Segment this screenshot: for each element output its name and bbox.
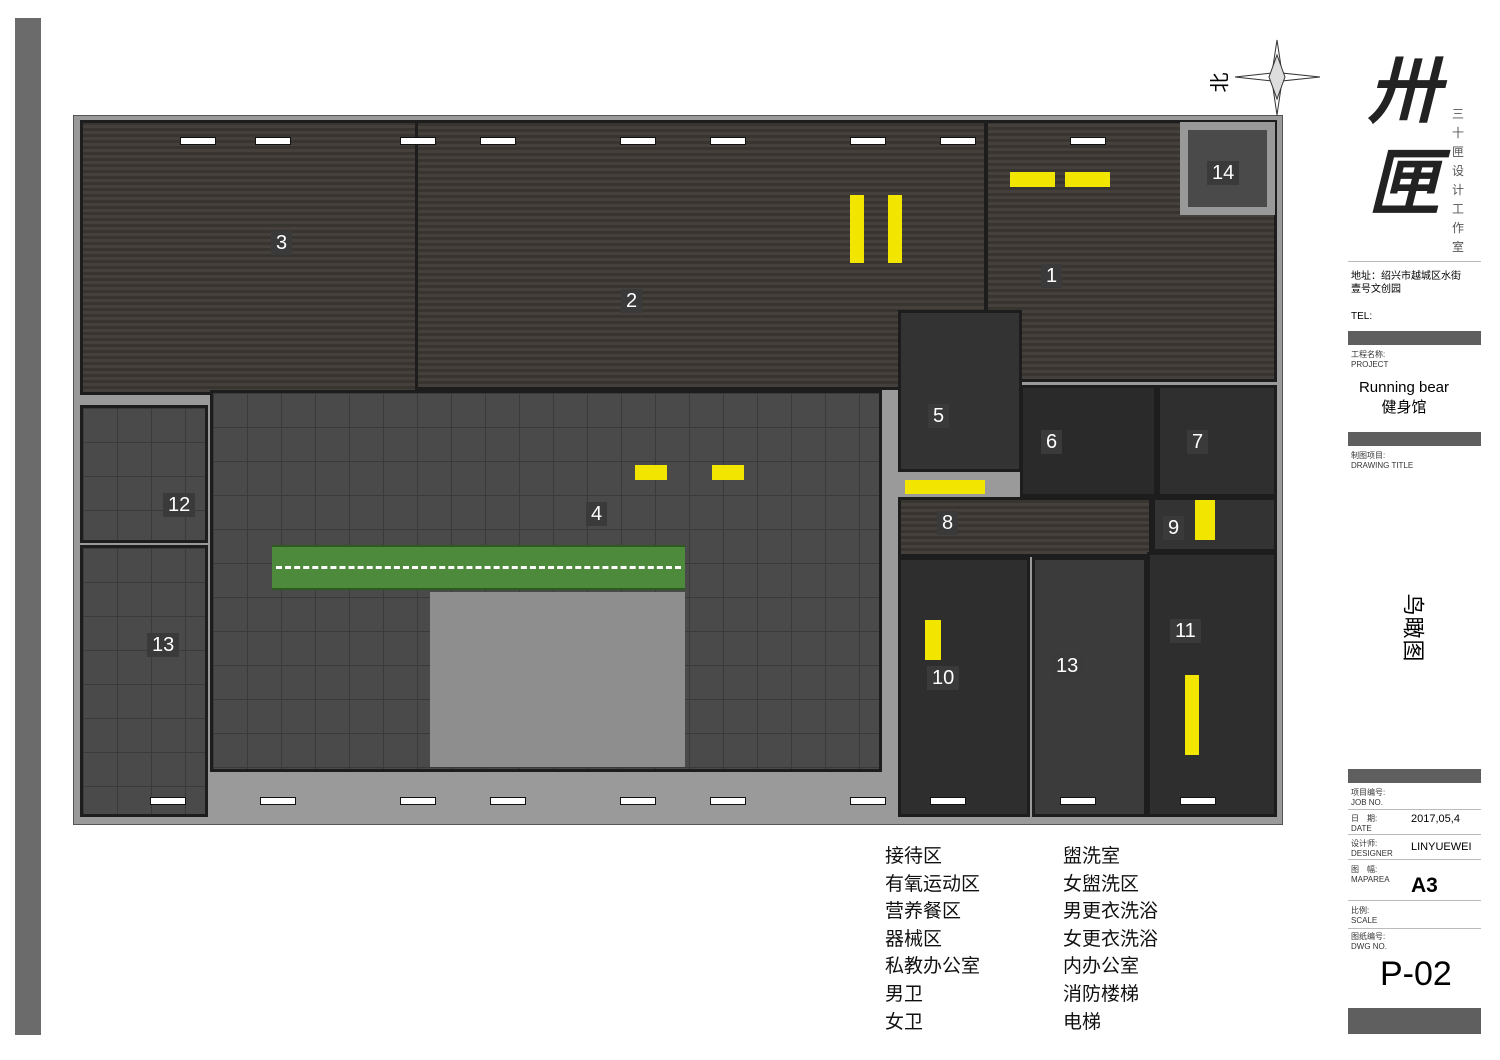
project-name-cn: 健身馆 [1381,399,1427,416]
room-13-left [80,545,208,817]
room-number: 1 [1041,264,1063,288]
project-name-en: Running bear [1358,379,1450,396]
room-number: 4 [586,502,608,526]
drawing-title: 鸟瞰图 [1400,593,1426,663]
room-number: 13 [147,633,180,657]
room-number: 8 [937,511,959,535]
room-number: 6 [1041,430,1063,454]
functional-training-floor [430,592,685,767]
room-number: 2 [621,289,643,313]
address: 地址：绍兴市越城区水街壹号文创园 [1351,271,1461,295]
room-number: 10 [927,666,960,690]
designer-value: LINYUEWEI [1411,841,1472,853]
room-women-toilet [1157,385,1277,497]
legend-item: 女更衣洗浴 [1063,928,1159,950]
room-women-locker [1147,552,1277,817]
legend-item: 男更衣洗浴 [1063,901,1159,923]
legend-col-1: 接待区有氧运动区营养餐区器械区私教办公室男卫女卫 [885,843,980,1036]
sheet-border-bar [15,18,41,1035]
date-value: 2017,05,4 [1411,813,1460,825]
legend-item: 男卫 [885,983,924,1005]
maparea-value: A3 [1411,874,1438,897]
room-trainer-office [898,310,1022,472]
legend-item: 女卫 [885,1011,924,1033]
logo-subtitle: 三十匣设计工作室 [1452,107,1465,254]
room-number: 3 [271,231,293,255]
room-number: 7 [1187,430,1209,454]
room-number: 11 [1170,619,1201,643]
room-12 [80,405,208,543]
legend-item: 有氧运动区 [885,873,981,895]
legend-item: 内办公室 [1063,956,1140,978]
room-number: 9 [1163,516,1185,540]
legend-item: 私教办公室 [885,956,981,978]
tel-label: TEL: [1351,311,1373,322]
legend-item: 接待区 [885,846,943,867]
compass-icon [1234,39,1321,116]
room-men-locker [898,557,1030,817]
legend-item: 电梯 [1063,1011,1102,1033]
legend-item: 器械区 [885,928,943,950]
room-13-mid [1032,557,1147,817]
legend-col-2: 盥洗室女盥洗区男更衣洗浴女更衣洗浴内办公室消防楼梯电梯 [1063,843,1158,1036]
legend-item: 营养餐区 [885,901,962,923]
room-number: 12 [163,493,196,517]
north-label: 北 [1209,72,1232,93]
room-washroom [898,497,1152,557]
room-number: 13 [1051,654,1084,678]
legend-item: 消防楼梯 [1063,983,1140,1005]
track-centerline [276,566,681,569]
dwg-number: P-02 [1380,955,1452,993]
room-number: 14 [1207,161,1240,185]
legend-item: 盥洗室 [1063,846,1121,867]
logo: 卅匣 [1368,48,1441,225]
room-nutrition-bar [80,120,418,395]
room-number: 5 [928,404,950,428]
legend-item: 女盥洗区 [1063,873,1140,895]
